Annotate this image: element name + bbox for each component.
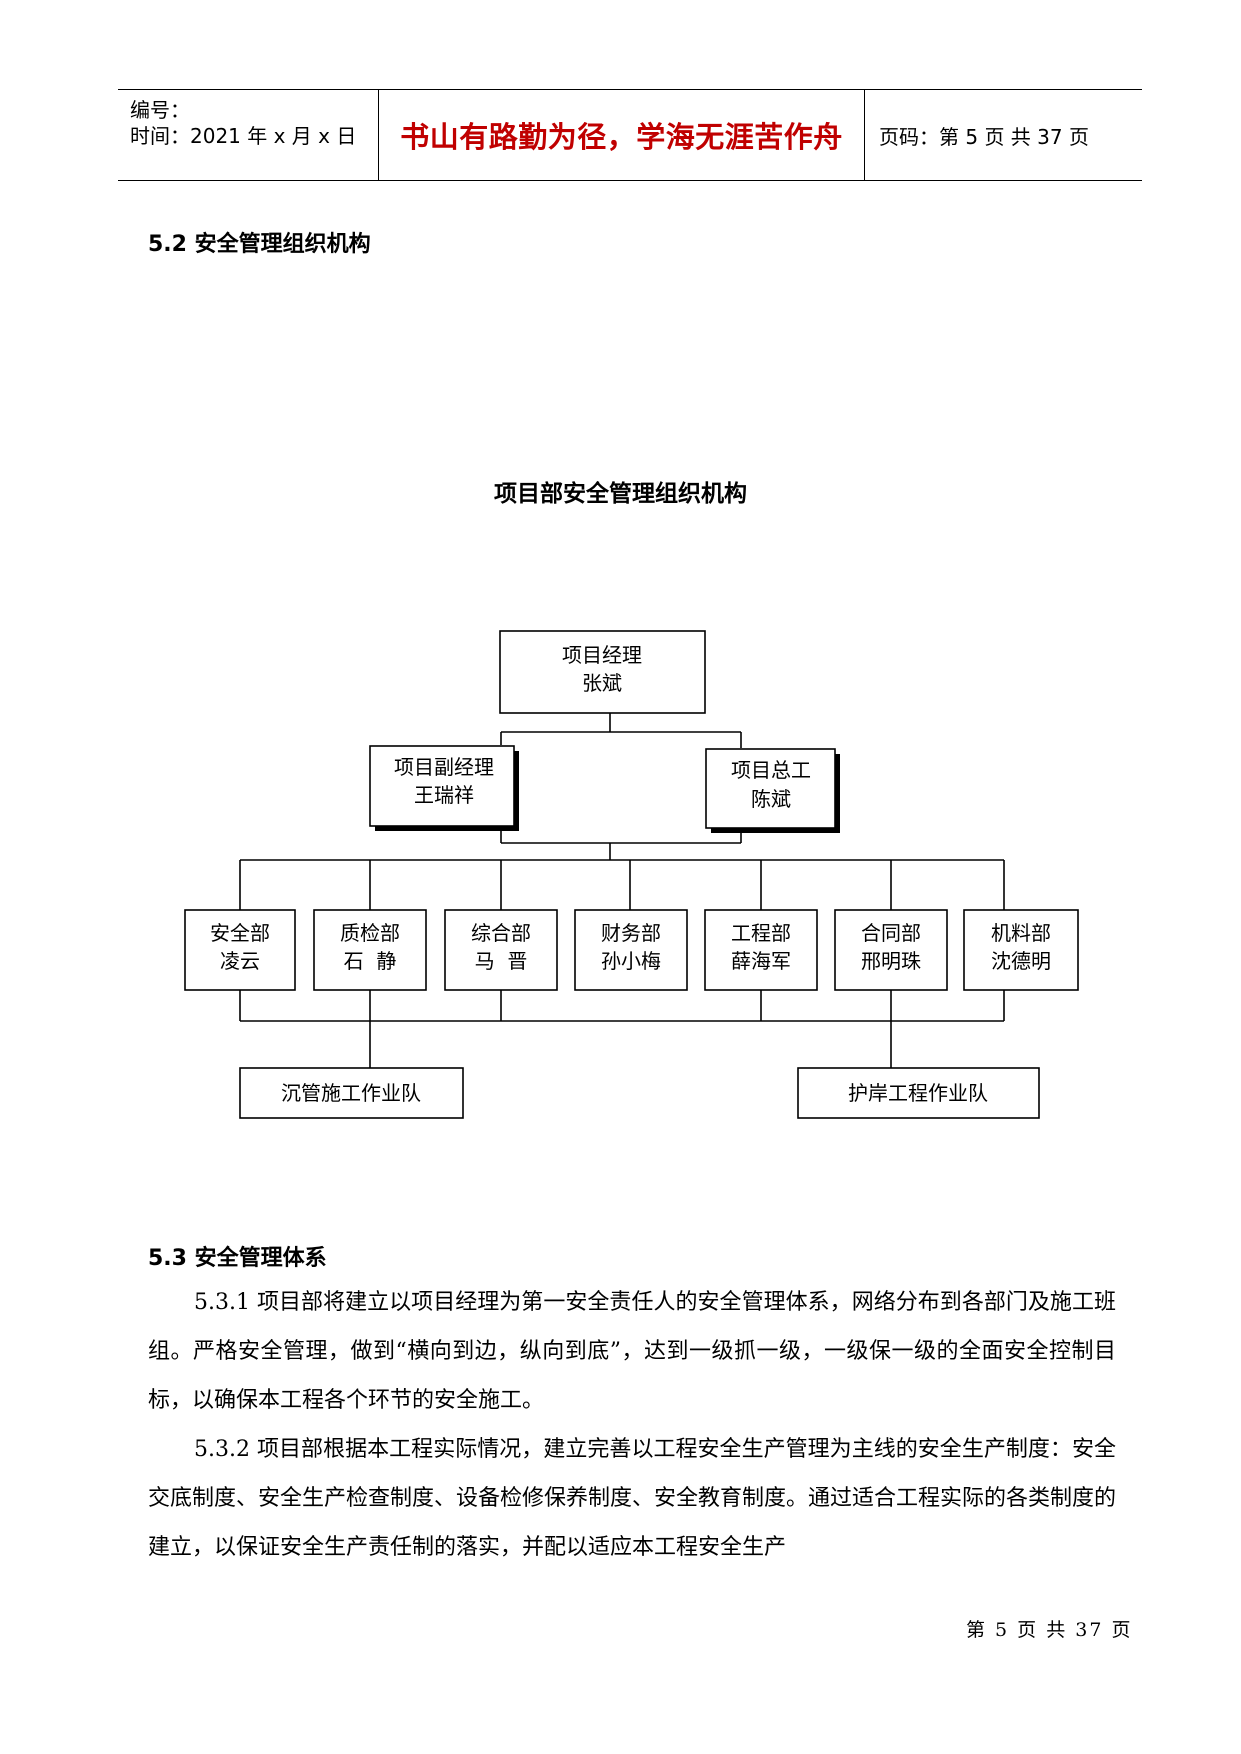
org-node-deputy-manager: 项目副经理 王瑞祥: [369, 745, 519, 831]
org-node-person: 凌云: [220, 949, 260, 973]
org-node-role: 质检部: [340, 921, 400, 945]
org-node-team-name: 沉管施工作业队: [281, 1081, 421, 1105]
org-node-team: 沉管施工作业队: [239, 1067, 464, 1119]
document-date: 时间：2021 年 x 月 x 日: [130, 124, 357, 148]
org-chart-title: 项目部安全管理组织机构: [494, 481, 747, 507]
document-number: 编号：: [130, 98, 190, 122]
org-node-chief-engineer: 项目总工 陈斌: [705, 748, 840, 833]
org-node-department: 合同部 邢明珠: [834, 909, 948, 991]
org-node-role: 机料部: [991, 921, 1051, 945]
org-node-person: 马 晋: [475, 949, 528, 973]
page-footer-number: 第 5 页 共 37 页: [966, 1619, 1133, 1641]
org-node-department: 综合部 马 晋: [444, 909, 558, 991]
header-page-number: 页码：第 5 页 共 37 页: [879, 124, 1089, 149]
org-node-person: 张斌: [582, 671, 622, 695]
header-motto-cell: 书山有路勤为径，学海无涯苦作舟: [378, 90, 865, 180]
org-node-role: 项目经理: [562, 643, 642, 667]
org-node-project-manager: 项目经理 张斌: [499, 630, 706, 714]
org-node-person: 孙小梅: [601, 949, 661, 973]
section-heading-5-3: 5.3 安全管理体系: [148, 1246, 327, 1271]
org-node-person: 薛海军: [731, 949, 791, 973]
org-node-department: 工程部 薛海军: [704, 909, 818, 991]
org-node-team-name: 护岸工程作业队: [848, 1081, 988, 1105]
org-chart-connectors: [239, 713, 1005, 1068]
org-node-person: 沈德明: [991, 949, 1051, 973]
paragraph-5-3-1: 5.3.1 项目部将建立以项目经理为第一安全责任人的安全管理体系，网络分布到各部…: [148, 1290, 1116, 1413]
org-node-role: 财务部: [601, 921, 661, 945]
motto: 书山有路勤为径，学海无涯苦作舟: [400, 120, 843, 154]
org-node-role: 合同部: [861, 921, 921, 945]
org-node-department: 安全部 凌云: [184, 909, 296, 991]
header-page-cell: 页码：第 5 页 共 37 页: [865, 90, 1142, 180]
org-node-role: 项目总工: [731, 758, 811, 782]
org-node-person: 邢明珠: [861, 949, 921, 973]
section-heading-5-2: 5.2 安全管理组织机构: [148, 232, 371, 257]
org-node-team: 护岸工程作业队: [797, 1067, 1040, 1119]
page-header: 编号： 时间：2021 年 x 月 x 日 书山有路勤为径，学海无涯苦作舟 页码…: [118, 89, 1142, 181]
org-node-role: 项目副经理: [394, 755, 494, 779]
org-node-role: 安全部: [210, 921, 270, 945]
org-node-person: 石 静: [344, 949, 397, 973]
org-node-person: 王瑞祥: [414, 783, 474, 807]
org-node-role: 工程部: [731, 921, 791, 945]
paragraph-5-3-2: 5.3.2 项目部根据本工程实际情况，建立完善以工程安全生产管理为主线的安全生产…: [148, 1437, 1117, 1560]
org-node-person: 陈斌: [751, 787, 791, 811]
org-node-role: 综合部: [471, 921, 531, 945]
org-node-department: 机料部 沈德明: [963, 909, 1079, 991]
org-node-department: 质检部 石 静: [313, 909, 427, 991]
org-node-department: 财务部 孙小梅: [574, 909, 688, 991]
header-meta-cell: 编号： 时间：2021 年 x 月 x 日: [118, 90, 378, 180]
